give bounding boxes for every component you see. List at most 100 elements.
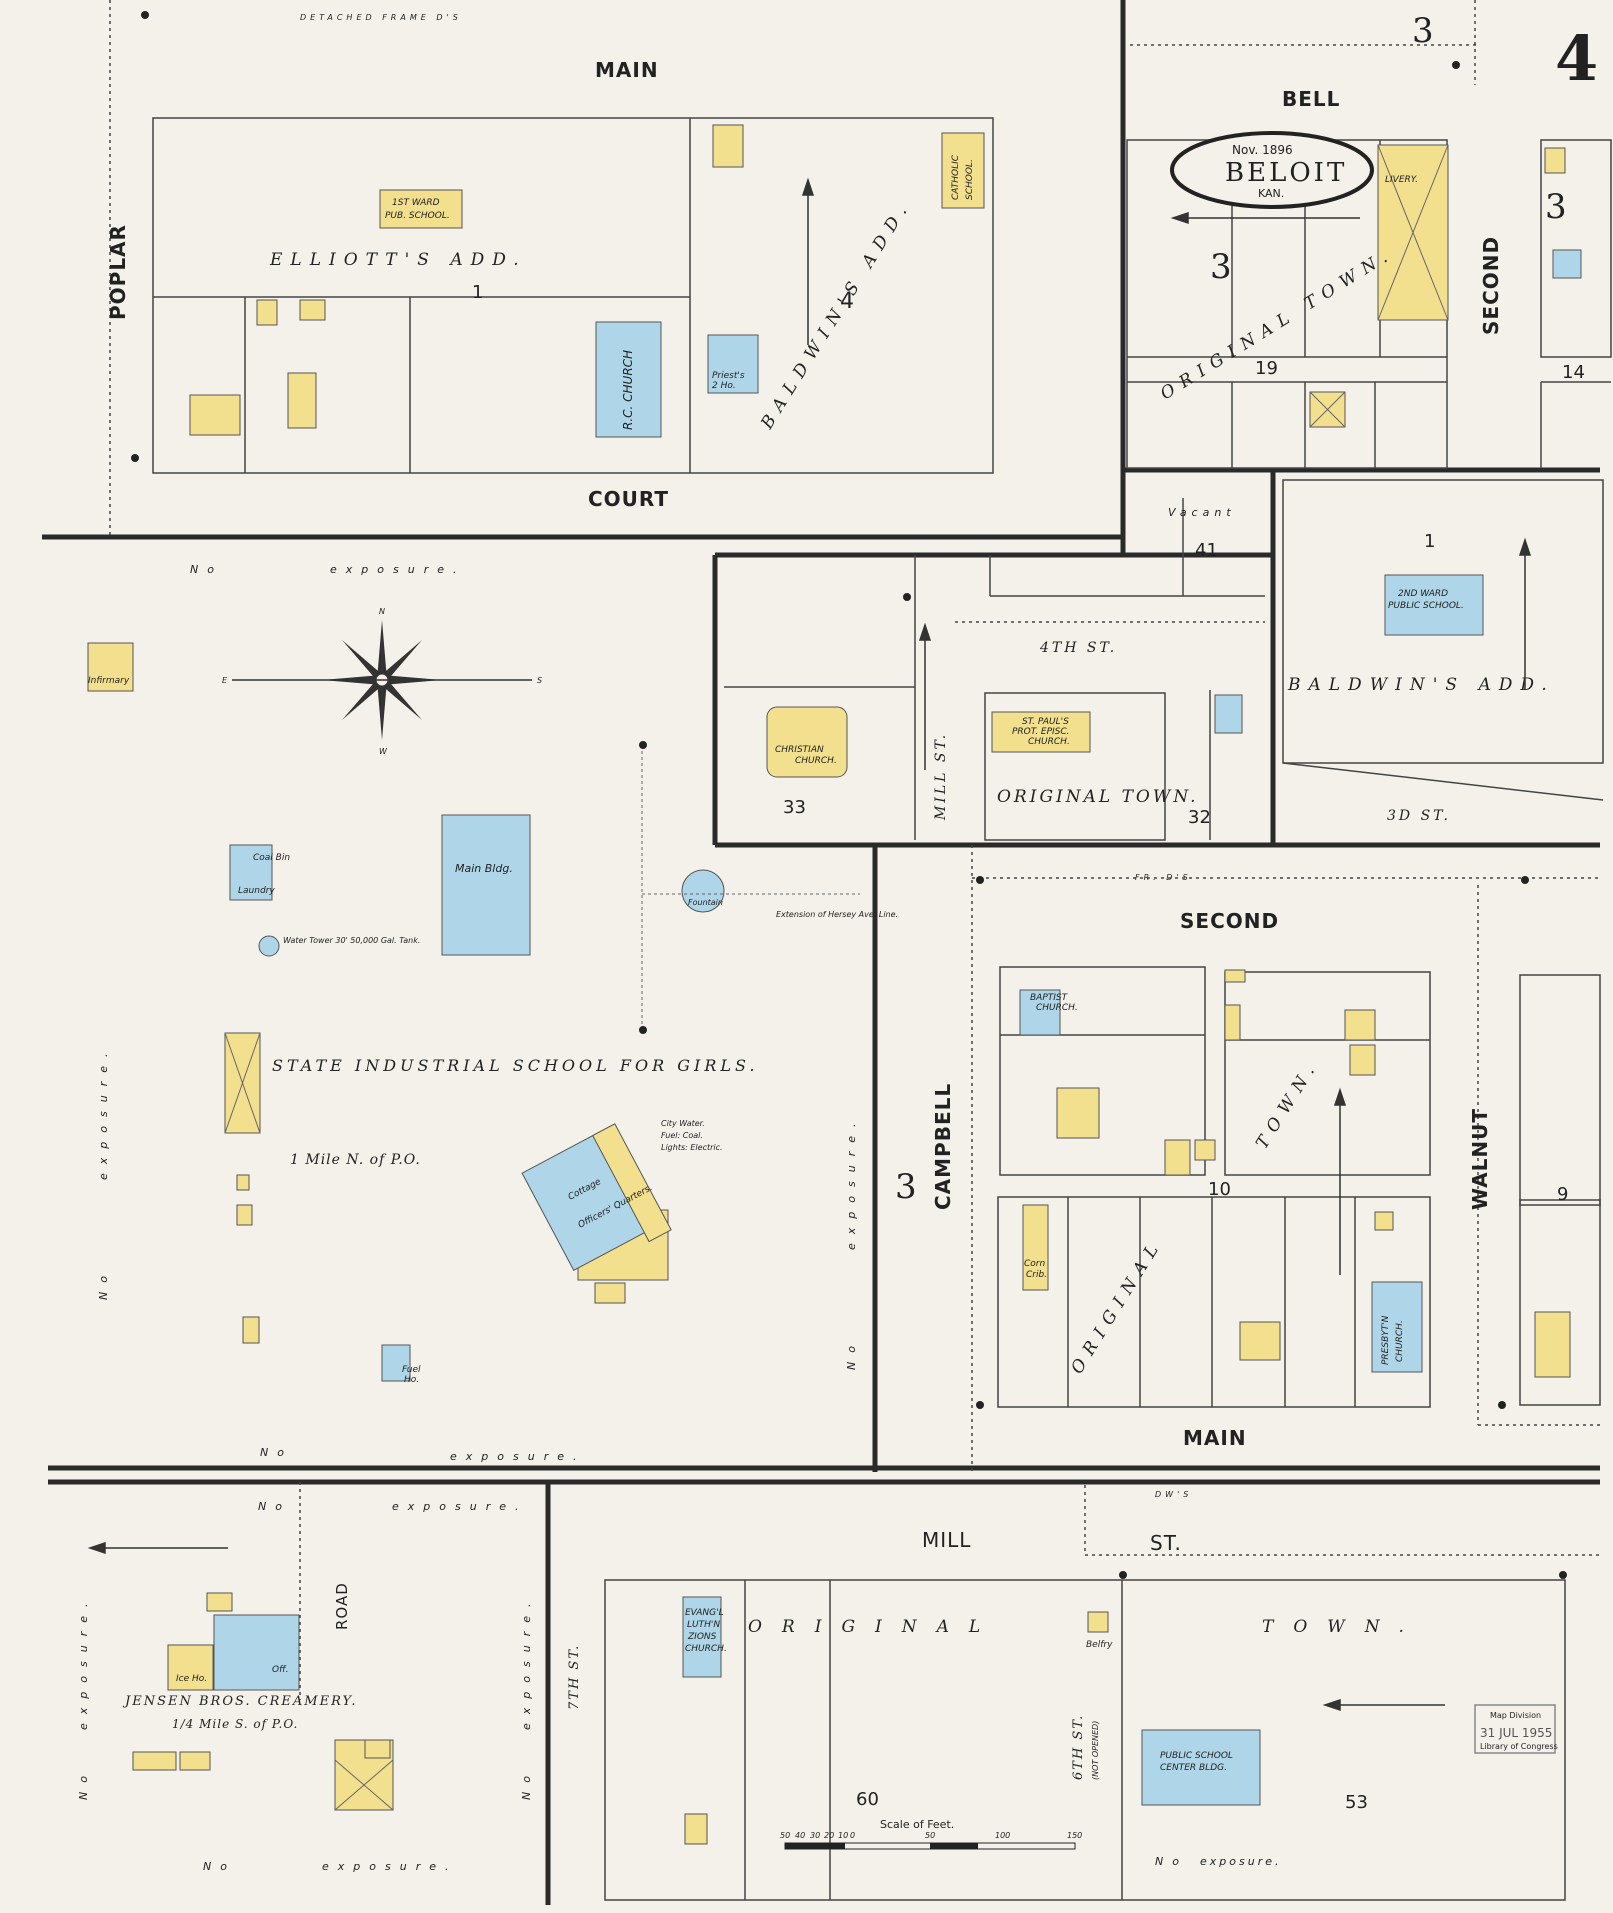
label-catholic-a: CATHOLIC [951, 154, 961, 200]
label-vacant: Vacant [1168, 506, 1236, 519]
fountain-circle [681, 869, 725, 913]
label-christian-a: CHRISTIAN [775, 745, 824, 755]
scale-tick: 20 [824, 1831, 834, 1840]
creamery-distance: 1/4 Mile S. of P.O. [172, 1717, 298, 1731]
addition-elliotts: ELLIOTT'S ADD. [269, 250, 527, 270]
block-number: 3 [1210, 247, 1232, 287]
compass-e: E [222, 676, 228, 685]
cartouche-date: Nov. 1896 [1232, 143, 1293, 157]
cross-marks [224, 144, 1449, 1811]
label-center-a: PUBLIC SCHOOL [1160, 1751, 1233, 1761]
label-baptist-a: BAPTIST [1030, 993, 1069, 1003]
block-number: 3 [1412, 11, 1434, 51]
label-corn-a: Corn [1024, 1259, 1045, 1269]
exposure-no: No [260, 1446, 293, 1459]
water-tower-note: Water Tower 30' 50,000 Gal. Tank. [283, 936, 420, 945]
block-number: 60 [856, 1789, 879, 1810]
frame-buildings [87, 124, 1571, 1845]
block-number: 41 [1195, 540, 1218, 561]
detached-frame-note: DETACHED FRAME D'S [300, 13, 462, 22]
street-second-right: SECOND [1479, 236, 1503, 335]
label-ward1-school-a: 1ST WARD [392, 198, 440, 208]
label-rc-church: R.C. CHURCH [621, 350, 635, 430]
label-st-pauls-a: ST. PAUL'S [1022, 717, 1069, 727]
block-number: 1 [1424, 531, 1435, 552]
label-evang-a: EVANG'L [685, 1608, 724, 1618]
street-sixth: 6TH ST. [1071, 1714, 1086, 1780]
scale-tick: 100 [995, 1831, 1010, 1840]
exposure-word: exposure. [77, 1595, 90, 1730]
scale-tick: 30 [810, 1831, 820, 1840]
exposure-no: No [845, 1337, 858, 1370]
exposure-notes: No exposure. No exposure. No exposure. N… [77, 563, 1281, 1873]
exposure-word: exposure. [1200, 1855, 1281, 1868]
label-belfry: Belfry [1086, 1640, 1113, 1650]
addition-town-bottom: TOWN. [1262, 1617, 1424, 1637]
scale-tick: 10 [838, 1831, 848, 1840]
compass-s: S [537, 676, 542, 685]
blocks-bottom [299, 1482, 1600, 1901]
exposure-no: No [1155, 1855, 1188, 1868]
street-bell: BELL [1282, 87, 1340, 111]
sheet-number: 4 [1555, 22, 1598, 95]
label-evang-c: ZIONS [687, 1632, 717, 1642]
block-number: 3 [895, 1167, 917, 1207]
institution-utility-lights: Lights: Electric. [661, 1143, 723, 1152]
exposure-no: No [520, 1767, 533, 1800]
label-st-pauls-c: CHURCH. [1028, 737, 1070, 747]
street-fourth: 4TH ST. [1039, 640, 1117, 656]
exposure-no: No [190, 563, 223, 576]
exposure-no: No [203, 1860, 236, 1873]
exposure-word: exposure. [97, 1045, 110, 1180]
label-evang-b: LUTH'N [687, 1620, 720, 1630]
addition-original-bottom: ORIGINAL [748, 1617, 1000, 1637]
label-laundry: Laundry [238, 886, 275, 896]
stone-buildings [213, 249, 1582, 1806]
extension-note: Extension of Hersey Ave. Line. [776, 910, 898, 919]
stamp-line1: Map Division [1490, 1711, 1541, 1720]
exposure-no: No [77, 1767, 90, 1800]
compass-w: W [379, 747, 388, 756]
creamery-ice-house: Ice Ho. [176, 1674, 207, 1684]
stamp-line3: Library of Congress [1480, 1742, 1558, 1751]
blocks-middle [724, 479, 1604, 841]
scale-tick: 40 [795, 1831, 805, 1840]
institution-utility-fuel: Fuel: Coal. [661, 1131, 703, 1140]
exposure-word: exposure. [845, 1115, 858, 1250]
block-number: 14 [1562, 362, 1585, 383]
block-number: 32 [1188, 807, 1211, 828]
institution-utility-water: City Water. [661, 1119, 705, 1128]
block-elliotts [109, 0, 994, 537]
label-main-bldg: Main Bldg. [455, 862, 513, 875]
section-borders [42, 0, 1600, 1905]
block-number: 33 [783, 797, 806, 818]
creamery-office: Off. [272, 1665, 288, 1675]
water-tower-circle [258, 935, 280, 957]
label-priests-b: 2 Ho. [712, 381, 736, 391]
addition-baldwins-right: BALDWIN'S ADD. [1287, 675, 1555, 695]
label-priests-a: Priest's [712, 371, 745, 381]
block-number: 4 [840, 289, 854, 314]
dh-markers [131, 11, 1567, 1579]
dws-note: DW'S [1155, 1490, 1192, 1499]
street-main-top: MAIN [595, 58, 659, 82]
label-ward1-school-b: PUB. SCHOOL. [385, 211, 450, 221]
title-cartouche: Nov. 1896 BELOIT KAN. [1170, 131, 1374, 209]
compass-n: N [379, 607, 385, 616]
street-mill-st: ST. [1150, 1531, 1182, 1555]
block-number: 3 [1545, 187, 1567, 227]
fr-ds-note: FR. D'S [1135, 873, 1192, 882]
label-presbyt-a: PRESBYT'N [1381, 1315, 1391, 1365]
label-fuel-b: Ho. [404, 1375, 419, 1385]
street-second-mid: SECOND [1180, 909, 1279, 933]
street-campbell: CAMPBELL [931, 1083, 955, 1210]
addition-original-town-mid: ORIGINAL TOWN. [997, 787, 1199, 807]
label-coal-bin: Coal Bin [253, 853, 290, 863]
label-catholic-b: SCHOOL. [965, 159, 975, 200]
north-arrows [87, 177, 1532, 1712]
exposure-word: exposure. [322, 1860, 457, 1873]
street-seventh: 7TH ST. [567, 1644, 582, 1710]
cottage-building [521, 1123, 672, 1271]
label-corn-b: Crib. [1026, 1270, 1047, 1280]
